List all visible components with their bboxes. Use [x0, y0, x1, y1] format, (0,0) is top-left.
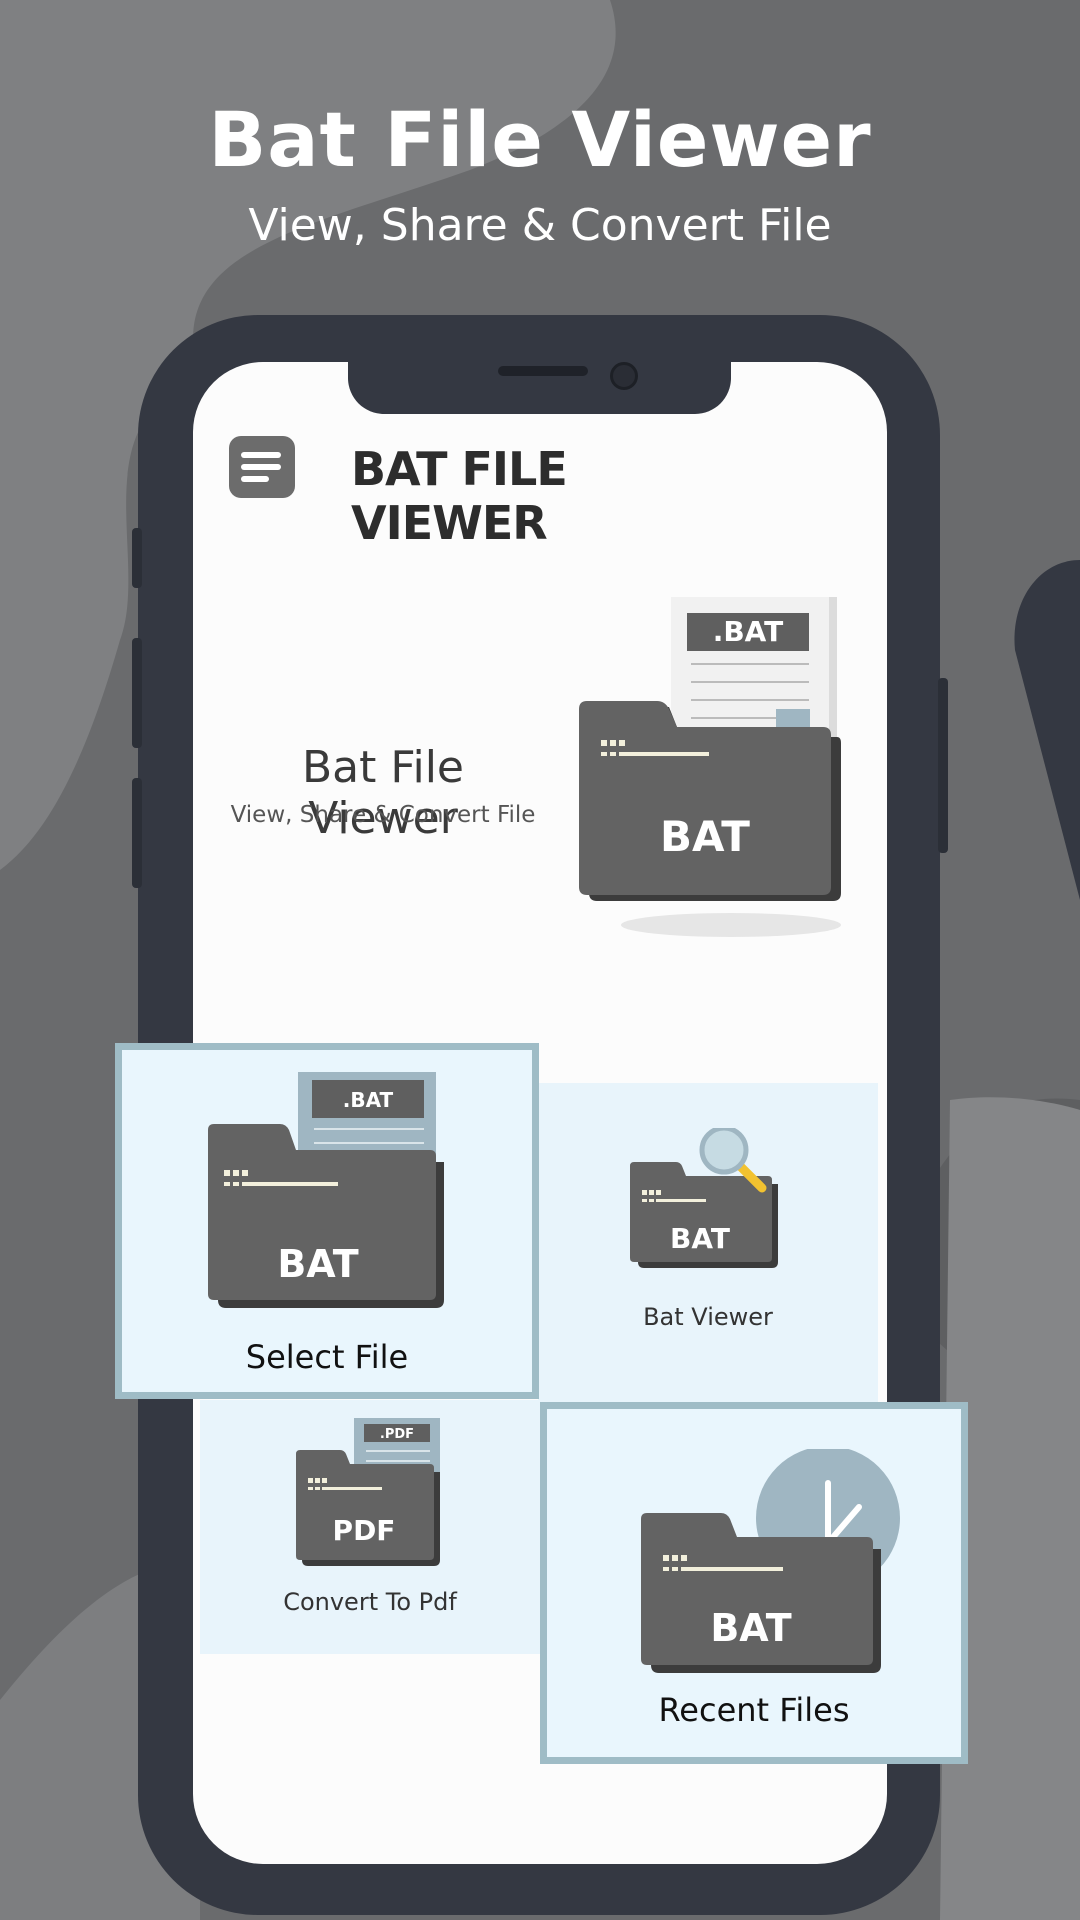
hero-subtitle: View, Share & Convert File: [230, 802, 536, 828]
menu-button[interactable]: [229, 436, 295, 498]
select-file-tag: .BAT: [343, 1088, 394, 1112]
camera-icon: [610, 362, 638, 390]
menu-icon-line: [241, 476, 269, 482]
phone-silent-switch: [132, 528, 142, 588]
speaker-grille: [498, 366, 588, 376]
pdf-folder-text: PDF: [333, 1514, 396, 1547]
phone-volume-down-button: [132, 778, 142, 888]
recent-files-tile[interactable]: BAT Recent Files: [540, 1402, 968, 1764]
app-title: BAT FILE VIEWER: [351, 442, 568, 550]
recent-files-label: Recent Files: [658, 1691, 850, 1729]
convert-to-pdf-label: Convert To Pdf: [283, 1588, 457, 1616]
phone-notch: [348, 362, 731, 414]
select-file-folder-text: BAT: [277, 1242, 358, 1286]
bat-file-illustration: .BAT BAT: [579, 597, 841, 937]
hero-title: Bat File Viewer: [301, 742, 464, 844]
bat-viewer-tile[interactable]: BAT Bat Viewer: [538, 1083, 878, 1403]
menu-icon: [241, 452, 281, 458]
bat-viewer-folder-text: BAT: [670, 1222, 730, 1255]
promo-subtitle: View, Share & Convert File: [248, 200, 832, 251]
bat-viewer-label: Bat Viewer: [643, 1303, 773, 1331]
phone-volume-up-button: [132, 638, 142, 748]
pdf-tag: .PDF: [380, 1427, 414, 1442]
bat-folder-document-icon: .BAT BAT: [208, 1072, 444, 1308]
select-file-tile[interactable]: .BAT BAT Select File: [115, 1043, 539, 1399]
phone-power-button: [938, 678, 948, 853]
clock-folder-icon: BAT: [641, 1449, 900, 1673]
select-file-label: Select File: [245, 1338, 409, 1376]
promo-title: Bat File Viewer: [208, 95, 872, 184]
hero-doc-tag: .BAT: [713, 615, 784, 648]
convert-to-pdf-tile[interactable]: .PDF PDF Convert To Pdf: [200, 1400, 540, 1654]
recent-files-folder-text: BAT: [710, 1606, 791, 1650]
magnifier-folder-icon: BAT: [630, 1128, 778, 1268]
menu-icon-line: [241, 464, 281, 470]
hero-folder-text: BAT: [660, 812, 750, 861]
pdf-folder-icon: .PDF PDF: [296, 1418, 440, 1566]
